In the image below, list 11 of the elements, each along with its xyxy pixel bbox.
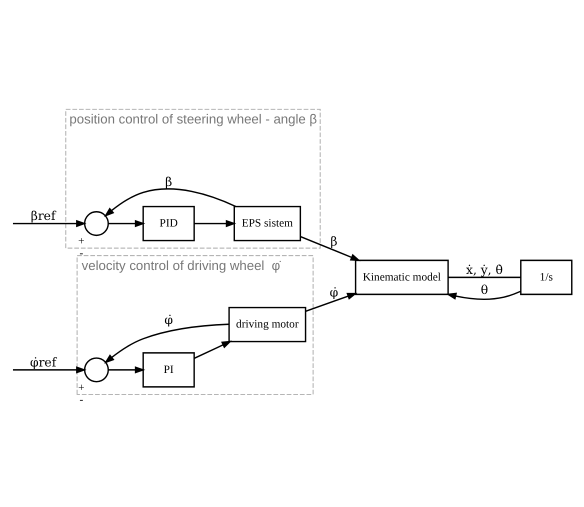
node-label: + (78, 381, 85, 394)
edge-label: φ̇ref (30, 354, 56, 369)
edge-label: β (165, 174, 172, 189)
edge-label: ẋ, ẏ, θ̇ (466, 262, 503, 276)
edge-label: β (330, 234, 338, 248)
edge-label: φ̇ (164, 312, 173, 326)
edge-label: βref (30, 208, 56, 223)
edge-label: θ (480, 282, 488, 296)
node-label: + (78, 234, 85, 247)
node-label: - (79, 394, 84, 406)
edge-label: φ̇ (330, 285, 338, 300)
